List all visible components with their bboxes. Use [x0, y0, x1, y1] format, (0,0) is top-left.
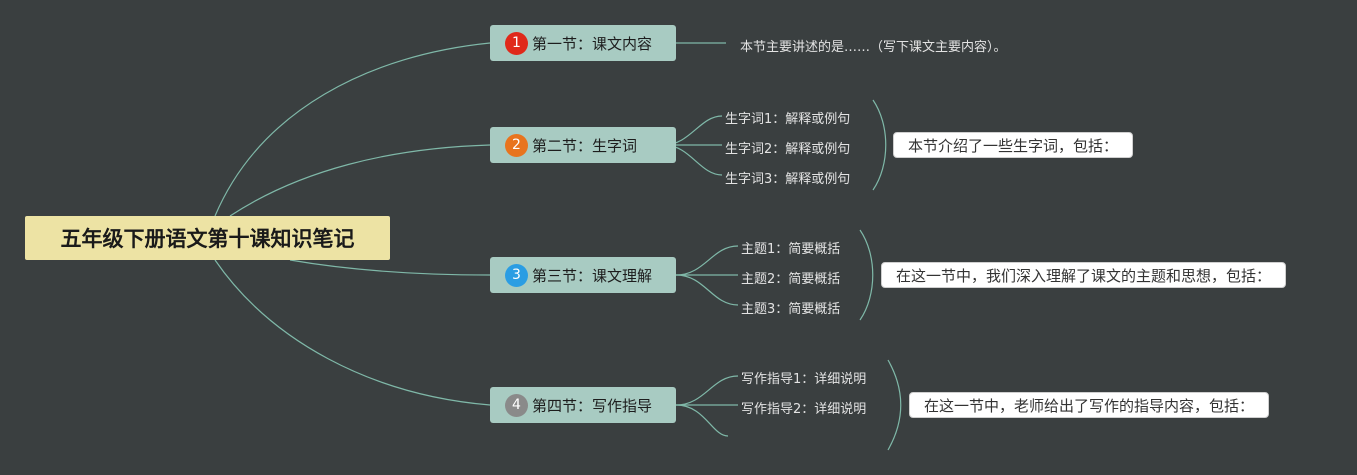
- bracket-topic-4: [887, 359, 902, 451]
- connector-root-topic-2: [229, 144, 491, 217]
- topic-4-label: 第四节：写作指导: [532, 396, 653, 415]
- priority-3-icon: 3: [505, 263, 528, 287]
- topic-4-summary[interactable]: 在这一节中，老师给出了写作的指导内容，包括：: [909, 392, 1270, 418]
- topic-3-child-1[interactable]: 主题1：简要概括: [741, 242, 841, 257]
- central-topic-label: 五年级下册语文第十课知识笔记: [60, 227, 355, 251]
- topic-3-child-2[interactable]: 主题2：简要概括: [741, 272, 841, 287]
- topic-2-child-3[interactable]: 生字词3：解释或例句: [725, 172, 851, 187]
- topic-3[interactable]: 3 第三节：课文理解: [490, 257, 676, 293]
- topic-2-child-2[interactable]: 生字词2：解释或例句: [725, 142, 851, 157]
- topic-2-summary[interactable]: 本节介绍了一些生字词，包括：: [893, 132, 1134, 158]
- topic-3-label: 第三节：课文理解: [532, 266, 653, 285]
- topic-3-child-3[interactable]: 主题3：简要概括: [741, 302, 841, 317]
- connector-topic-4-child-1: [675, 375, 739, 406]
- topic-1-label: 第一节：课文内容: [532, 34, 653, 53]
- topic-4-child-1[interactable]: 写作指导1：详细说明: [741, 372, 867, 387]
- priority-2-icon: 2: [505, 133, 528, 157]
- topic-3-summary-text: 在这一节中，我们深入理解了课文的主题和思想，包括：: [896, 266, 1272, 285]
- topic-2-label: 第二节：生字词: [532, 136, 638, 155]
- topic-1[interactable]: 1 第一节：课文内容: [490, 25, 676, 61]
- connector-root-topic-1: [214, 42, 491, 217]
- topic-4-summary-text: 在这一节中，老师给出了写作的指导内容，包括：: [924, 396, 1255, 415]
- bracket-topic-3: [859, 229, 874, 321]
- connector-topic-4-child-3: [675, 404, 729, 437]
- connector-root-topic-4: [214, 259, 491, 406]
- topic-2-summary-text: 本节介绍了一些生字词，包括：: [908, 136, 1119, 155]
- bracket-topic-2: [872, 99, 887, 191]
- connector-topic-3-child-1: [675, 245, 739, 276]
- topic-2[interactable]: 2 第二节：生字词: [490, 127, 676, 163]
- connector-root-topic-3: [289, 259, 491, 276]
- topic-1-note[interactable]: 本节主要讲述的是……（写下课文主要内容）。: [740, 40, 1007, 55]
- priority-1-icon: 1: [505, 31, 528, 55]
- topic-3-summary[interactable]: 在这一节中，我们深入理解了课文的主题和思想，包括：: [881, 262, 1287, 288]
- topic-4[interactable]: 4 第四节：写作指导: [490, 387, 676, 423]
- central-topic[interactable]: 五年级下册语文第十课知识笔记: [25, 216, 390, 260]
- connector-topic-3-child-3: [675, 274, 739, 306]
- topic-4-child-2[interactable]: 写作指导2：详细说明: [741, 402, 867, 417]
- topic-2-child-1[interactable]: 生字词1：解释或例句: [725, 112, 851, 127]
- priority-4-icon: 4: [505, 393, 528, 417]
